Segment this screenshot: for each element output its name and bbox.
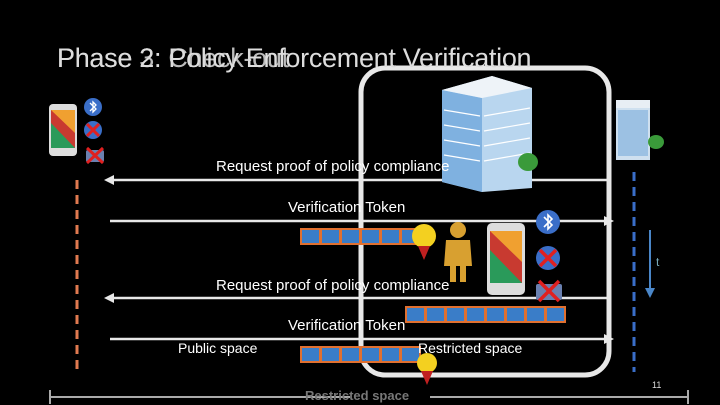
slide-title-phase-3: Phase 3: Check-out — [57, 43, 289, 73]
camera-disabled-icon-inner — [536, 279, 562, 303]
message-token-1: Verification Token — [288, 199, 406, 216]
medal-icon-footer — [417, 353, 437, 385]
guard-icon — [444, 222, 472, 282]
bluetooth-disabled-icon-inner — [536, 246, 560, 270]
message-token-2: Verification Token — [288, 317, 406, 334]
camera-disabled-icon — [85, 146, 105, 164]
smartphone-icon-inner — [487, 223, 525, 295]
smartphone-icon — [49, 104, 77, 156]
public-space-label: Public space — [178, 340, 258, 356]
bluetooth-disabled-icon — [84, 121, 102, 139]
slide-title-phase-2: Phase 2: Policy Enforcement Verification — [57, 43, 532, 73]
message-request-2: Request proof of policy compliance — [216, 277, 450, 294]
token-3 — [300, 346, 421, 363]
page-number: 11 — [652, 380, 662, 390]
time-label: t — [656, 255, 660, 269]
restricted-space-label: Restricted space — [418, 340, 523, 356]
bluetooth-icon-inner — [536, 210, 560, 234]
building-icon-center — [442, 76, 538, 192]
building-icon-right — [616, 100, 664, 160]
restricted-space-footer-label: Restricted space — [305, 388, 410, 403]
token-1 — [300, 228, 421, 245]
message-request-1: Request proof of policy compliance — [216, 158, 450, 175]
bluetooth-icon — [84, 98, 102, 116]
medal-icon — [412, 224, 436, 260]
token-2 — [405, 306, 566, 323]
